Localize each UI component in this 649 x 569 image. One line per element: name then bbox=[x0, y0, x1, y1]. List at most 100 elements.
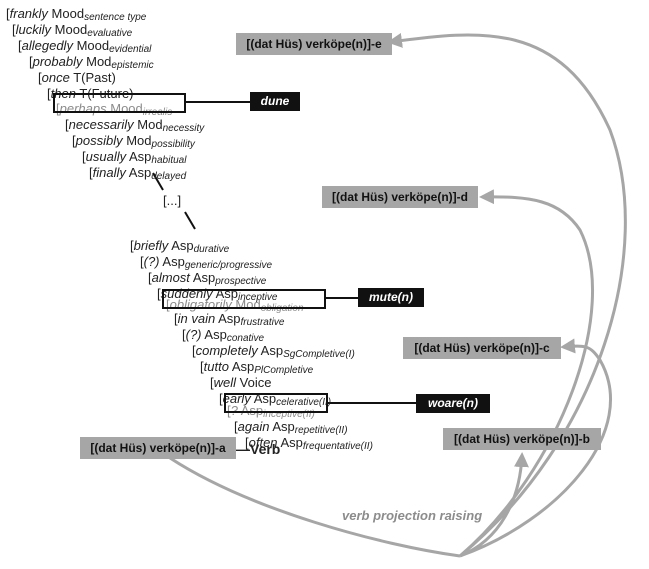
hierarchy-line: [(?) Aspgeneric/progressive bbox=[140, 254, 272, 274]
hierarchy-line: [tutto AspPlCompletive bbox=[200, 359, 313, 379]
bracket: [ bbox=[227, 403, 231, 418]
arrow-to-c bbox=[459, 338, 612, 558]
verb-label: —Verb bbox=[236, 441, 280, 457]
position-e: [(dat Hüs) verköpe(n)]-e bbox=[236, 33, 392, 55]
bracket: [ bbox=[89, 165, 93, 180]
head-subscript: habitual bbox=[151, 155, 187, 166]
head-subscript: repetitive(II) bbox=[294, 425, 348, 436]
bracket: [ bbox=[210, 375, 214, 390]
hierarchy-line: [probably Modepistemic bbox=[29, 54, 154, 74]
functional-head: Asp bbox=[280, 435, 303, 450]
highlight-inceptive bbox=[224, 393, 328, 413]
bracket: [ bbox=[148, 270, 152, 285]
head-subscript: inceptive(II) bbox=[263, 409, 315, 420]
hierarchy-line: [(?) Aspconative bbox=[182, 327, 264, 347]
functional-head: Asp bbox=[192, 270, 216, 285]
curve-a-to-knot bbox=[169, 456, 461, 558]
head-subscript: sentence type bbox=[84, 12, 147, 23]
head-subscript: conative bbox=[226, 333, 265, 344]
adverb: often bbox=[248, 435, 278, 450]
hierarchy-line: [completely AspSgCompletive(I) bbox=[192, 343, 355, 363]
bracket: [ bbox=[82, 149, 86, 164]
head-subscript: frequentative(II) bbox=[302, 441, 373, 452]
position-c: [(dat Hüs) verköpe(n)]-c bbox=[403, 337, 561, 359]
functional-head: Asp bbox=[171, 238, 194, 253]
bracket: [ bbox=[56, 101, 60, 116]
head-subscript: prospective bbox=[215, 276, 267, 287]
hierarchy-line: [necessarily Modnecessity bbox=[65, 117, 204, 137]
verb-text: Verb bbox=[250, 441, 281, 457]
adverb: probably bbox=[32, 54, 83, 69]
bracket: [ bbox=[245, 435, 249, 450]
label-mute: mute(n) bbox=[358, 288, 424, 307]
hierarchy-line: [often Aspfrequentative(II) bbox=[245, 435, 373, 455]
adverb: again bbox=[237, 419, 270, 434]
functional-head: Asp bbox=[260, 343, 284, 358]
adverb: tutto bbox=[203, 359, 229, 374]
label-dune: dune bbox=[250, 92, 300, 111]
head-subscript: celerative(II) bbox=[276, 397, 332, 408]
bracket: [ bbox=[192, 343, 196, 358]
head-subscript: delayed bbox=[151, 171, 187, 182]
bracket: [ bbox=[72, 133, 76, 148]
adverb: allegedly bbox=[21, 38, 73, 53]
hierarchy-line: [finally Aspdelayed bbox=[89, 165, 186, 185]
bracket: [ bbox=[29, 54, 33, 69]
ellipsis-line-top bbox=[152, 172, 164, 191]
bracket: [ bbox=[12, 22, 16, 37]
functional-head: Asp bbox=[272, 419, 295, 434]
functional-head: Asp bbox=[129, 149, 152, 164]
functional-head: Asp bbox=[240, 403, 264, 418]
adverb: luckily bbox=[15, 22, 52, 37]
bracket: [ bbox=[234, 419, 238, 434]
adverb: (?) bbox=[185, 327, 202, 342]
head-subscript: generic/progressive bbox=[184, 260, 273, 271]
head-subscript: necessity bbox=[162, 123, 205, 134]
hierarchy-line: [allegedly Moodevidential bbox=[18, 38, 151, 58]
functional-head: Mood bbox=[76, 38, 110, 53]
hierarchy-line: [usually Asphabitual bbox=[82, 149, 186, 169]
functional-head: Asp bbox=[204, 327, 227, 342]
hierarchy-line: [in vain Aspfrustrative bbox=[174, 311, 284, 331]
hierarchy-line: [luckily Moodevaluative bbox=[12, 22, 132, 42]
functional-head: Mod bbox=[126, 133, 152, 148]
hierarchy-line: [again Asprepetitive(II) bbox=[234, 419, 348, 439]
bracket: [ bbox=[47, 86, 51, 101]
movement-label: verb projection raising bbox=[342, 508, 483, 523]
bracket: [ bbox=[65, 117, 69, 132]
head-subscript: epistemic bbox=[111, 60, 154, 71]
adverb: frankly bbox=[9, 6, 48, 21]
hierarchy-line: [almost Aspprospective bbox=[148, 270, 266, 290]
hierarchy-line: [once T(Past) bbox=[38, 70, 116, 90]
bracket: [ bbox=[157, 286, 161, 301]
label-woare: woare(n) bbox=[416, 394, 490, 413]
adverb: ? bbox=[230, 403, 238, 418]
head-subscript: evidential bbox=[109, 44, 152, 55]
functional-head: Asp bbox=[128, 165, 152, 180]
verb-dash: — bbox=[236, 441, 250, 457]
adverb: necessarily bbox=[68, 117, 134, 132]
adverb: once bbox=[41, 70, 70, 85]
bracket: [ bbox=[182, 327, 186, 342]
bracket: [ bbox=[174, 311, 178, 326]
highlight-perhaps bbox=[53, 93, 186, 113]
adverb: (?) bbox=[143, 254, 160, 269]
highlight-obligatorily bbox=[162, 289, 326, 309]
ellipsis: [...] bbox=[163, 193, 182, 208]
head-subscript: frustrative bbox=[240, 317, 285, 328]
head-subscript: inceptive bbox=[237, 292, 278, 303]
arrow-to-e bbox=[387, 32, 627, 558]
adverb: briefly bbox=[133, 238, 169, 253]
functional-head: Asp bbox=[218, 311, 241, 326]
functional-head: Asp bbox=[162, 254, 185, 269]
adverb: well bbox=[213, 375, 237, 390]
bracket: [ bbox=[130, 238, 134, 253]
bracket: [ bbox=[166, 297, 170, 312]
hierarchy-line: [briefly Aspdurative bbox=[130, 238, 229, 258]
functional-head: Mood bbox=[54, 22, 88, 37]
ellipsis-line-bottom bbox=[184, 211, 196, 230]
head-subscript: SgCompletive(I) bbox=[283, 349, 355, 360]
head-subscript: PlCompletive bbox=[254, 365, 314, 376]
adverb: in vain bbox=[177, 311, 216, 326]
bracket: [ bbox=[38, 70, 42, 85]
